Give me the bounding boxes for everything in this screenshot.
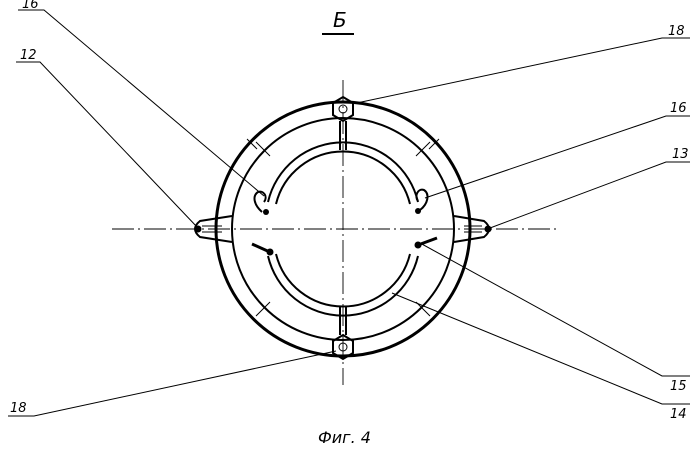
view-label: Б <box>333 8 347 32</box>
callout-16-right: 16 <box>670 101 687 116</box>
figure-caption: Фиг. 4 <box>318 428 371 447</box>
callout-16-left: 16 <box>22 0 39 12</box>
upper-right-hook <box>415 190 427 214</box>
callout-18-top: 18 <box>668 24 685 39</box>
lower-left-pin <box>252 244 274 256</box>
callout-14: 14 <box>670 407 687 422</box>
callout-18-bottom: 18 <box>10 401 27 416</box>
upper-left-hook <box>255 192 269 215</box>
callout-15: 15 <box>670 379 687 394</box>
callout-12: 12 <box>20 48 37 63</box>
lower-right-pin <box>415 238 438 249</box>
callout-13: 13 <box>672 147 689 162</box>
